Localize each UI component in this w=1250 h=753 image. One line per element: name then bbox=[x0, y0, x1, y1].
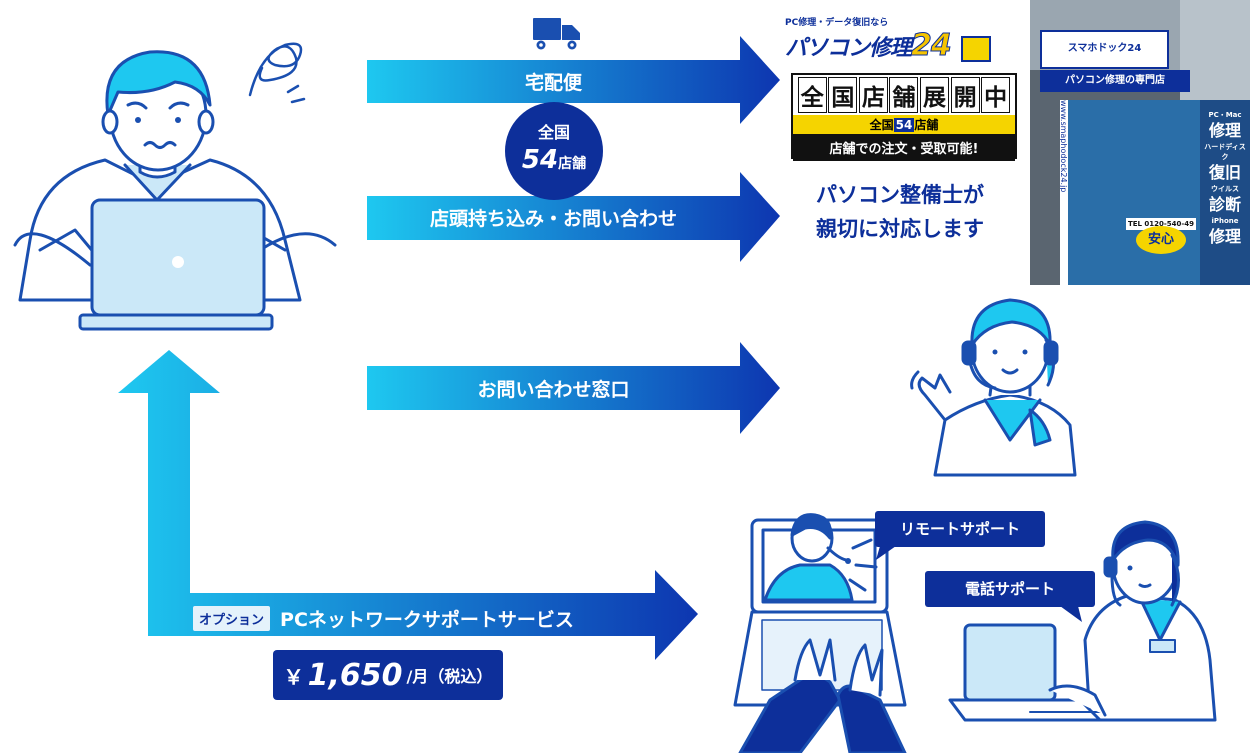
pc-mascot-icon bbox=[961, 36, 992, 62]
store-panel-label: PC・Mac bbox=[1208, 111, 1242, 119]
option-tag: オプション bbox=[193, 605, 271, 631]
technician-message: パソコン整備士が 親切に対応します bbox=[790, 178, 1010, 246]
store-url: www.smaphodock24.jp bbox=[1060, 100, 1068, 285]
call-center-woman-illustration bbox=[910, 298, 1077, 477]
kanban-char: 展 bbox=[920, 77, 950, 113]
store-panel-label: 修理 bbox=[1208, 227, 1241, 246]
worry-swirl-icon bbox=[248, 42, 306, 104]
store-panel-label: 復旧 bbox=[1208, 163, 1241, 182]
option-arrow bbox=[118, 350, 698, 660]
truck-icon bbox=[533, 18, 580, 50]
logo-tagline: PC修理・データ復旧なら bbox=[785, 18, 889, 28]
kanban-sub-prefix: 全国 bbox=[869, 118, 894, 132]
kanban-sub-suffix: 店舗 bbox=[914, 118, 939, 132]
price-unit: /月（税込） bbox=[406, 667, 493, 686]
badge-count: 54 bbox=[521, 145, 559, 175]
store-panel-label: iPhone bbox=[1211, 217, 1239, 225]
option-title: PCネットワークサポートサービス bbox=[280, 608, 574, 631]
kanban-char: 中 bbox=[981, 77, 1011, 113]
technician-line1: パソコン整備士が bbox=[816, 183, 984, 207]
store-tel: TEL 0120-540-49 bbox=[1126, 218, 1196, 230]
logo-brand: パソコン修理 bbox=[785, 36, 912, 61]
store-panel-label: 修理 bbox=[1208, 121, 1241, 140]
store-count-badge: 全国 54店舗 bbox=[505, 102, 603, 200]
kanban-sub-number: 54 bbox=[893, 118, 915, 132]
store-sign-brand: スマホドック24 bbox=[1040, 30, 1169, 69]
store-visit-arrow bbox=[367, 172, 780, 262]
phone-support-bubble: 電話サポート bbox=[925, 571, 1095, 607]
badge-nationwide: 全国 bbox=[537, 123, 570, 142]
price-amount: 1,650 bbox=[307, 657, 403, 693]
inquiry-label: お問い合わせ窓口 bbox=[477, 379, 630, 401]
store-safe-badge: 安心 bbox=[1136, 226, 1186, 254]
badge-unit: 店舗 bbox=[558, 156, 587, 172]
logo-brand-number: 24 bbox=[911, 28, 953, 64]
kanban-char: 開 bbox=[950, 77, 980, 113]
worried-man-illustration bbox=[13, 50, 337, 331]
option-price: ￥ 1,650 /月（税込） bbox=[273, 650, 503, 700]
technician-line2: 親切に対応します bbox=[816, 217, 984, 241]
store-sign-sub: パソコン修理の専門店 bbox=[1040, 70, 1190, 92]
kanban-char: 舗 bbox=[889, 77, 919, 113]
kanban-char: 国 bbox=[828, 77, 858, 113]
store-panel-label: 診断 bbox=[1208, 195, 1241, 214]
store-panel-label: ウイルス bbox=[1211, 185, 1239, 193]
store-front-photo: スマホドック24 パソコン修理の専門店 www.smaphodock24.jp … bbox=[1030, 0, 1250, 285]
remote-support-laptop-illustration bbox=[733, 513, 907, 753]
remote-support-bubble: リモートサポート bbox=[875, 511, 1045, 547]
kanban-bottom: 店舗での注文・受取可能! bbox=[793, 134, 1015, 161]
kanban-char: 店 bbox=[858, 77, 888, 113]
kanban-char: 全 bbox=[797, 77, 827, 113]
store-visit-label: 店頭持ち込み・お問い合わせ bbox=[429, 208, 677, 230]
price-yen: ￥ bbox=[283, 664, 304, 689]
delivery-arrow bbox=[367, 36, 780, 124]
option-service: オプション PCネットワークサポートサービス bbox=[193, 600, 574, 636]
inquiry-arrow bbox=[367, 342, 780, 434]
store-panel-label: ハードディスク bbox=[1204, 143, 1246, 161]
delivery-label: 宅配便 bbox=[524, 72, 582, 94]
phone-support-woman-illustration bbox=[948, 520, 1217, 722]
